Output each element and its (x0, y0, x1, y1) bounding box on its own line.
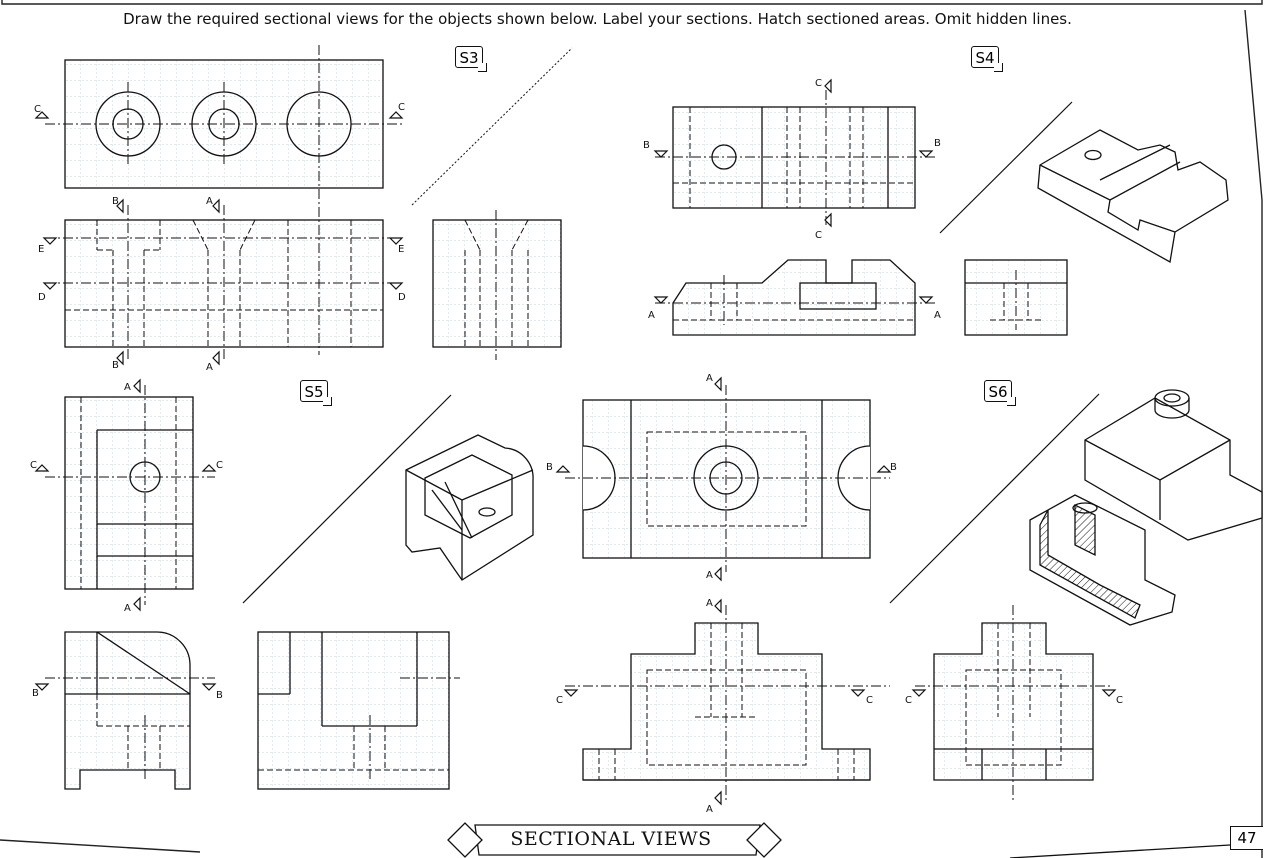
s4-top-view (655, 90, 935, 225)
label-e: E (38, 244, 44, 255)
s6-front-view (565, 605, 890, 800)
label-c: C (866, 695, 873, 706)
label-d: D (398, 292, 406, 303)
s3-top-view (45, 45, 405, 355)
exercise-badge-s6: S6 (984, 380, 1016, 406)
cutting-plane-markers (34, 78, 1117, 806)
label-c: C (216, 460, 223, 471)
label-a: A (706, 373, 713, 384)
s4-side-view (964, 259, 1068, 336)
label-b: B (643, 140, 650, 151)
label-c: C (30, 460, 37, 471)
s6-isometric-sectioned (1029, 494, 1176, 626)
exercise-badge-s5: S5 (300, 380, 332, 406)
label-c: C (815, 78, 822, 89)
label-b: B (546, 462, 553, 473)
instructions-text: Draw the required sectional views for th… (123, 10, 1072, 28)
label-c: C (905, 695, 912, 706)
label-d: D (38, 292, 46, 303)
label-b: B (112, 360, 119, 371)
s5-miter-line (242, 394, 452, 604)
s5-front-view (45, 385, 215, 605)
footer-title: SECTIONAL VIEWS (510, 828, 712, 850)
label-c: C (815, 230, 822, 241)
s4-miter-line (939, 101, 1073, 234)
s5-side-view (257, 631, 460, 790)
s4-front-view (655, 259, 935, 336)
exercise-badge-s3: S3 (455, 46, 487, 72)
s6-isometric-upper (1084, 389, 1263, 541)
label-b: B (890, 462, 897, 473)
label-a: A (124, 382, 131, 393)
s6-side-view (915, 605, 1110, 800)
label-e: E (398, 244, 404, 255)
label-b: B (216, 690, 223, 701)
label-a: A (934, 310, 941, 321)
label-a: A (706, 598, 713, 609)
page-number: 47 (1230, 826, 1263, 850)
label-c: C (34, 104, 41, 115)
s3-side-view (432, 210, 562, 360)
s6-miter-line (889, 393, 1100, 604)
label-b: B (112, 196, 119, 207)
s3-miter-line (411, 47, 573, 206)
s5-bottom-left-view (45, 631, 215, 790)
s5-isometric (405, 434, 534, 581)
s4-isometric (1037, 129, 1229, 264)
label-a: A (706, 804, 713, 815)
label-b: B (934, 138, 941, 149)
section-labels: C C E E D D B A B A C C B B A A A A C C … (30, 78, 1123, 815)
label-a: A (706, 570, 713, 581)
label-a: A (206, 362, 213, 373)
label-c: C (1116, 695, 1123, 706)
label-a: A (648, 310, 655, 321)
label-b: B (32, 688, 39, 699)
s3-front-view (45, 205, 405, 360)
footer-ornament (447, 822, 1231, 858)
label-c: C (556, 695, 563, 706)
exercise-badge-s4: S4 (971, 46, 1003, 72)
label-a: A (124, 603, 131, 614)
s6-top-view (565, 385, 890, 572)
label-a: A (206, 196, 213, 207)
label-c: C (398, 102, 405, 113)
